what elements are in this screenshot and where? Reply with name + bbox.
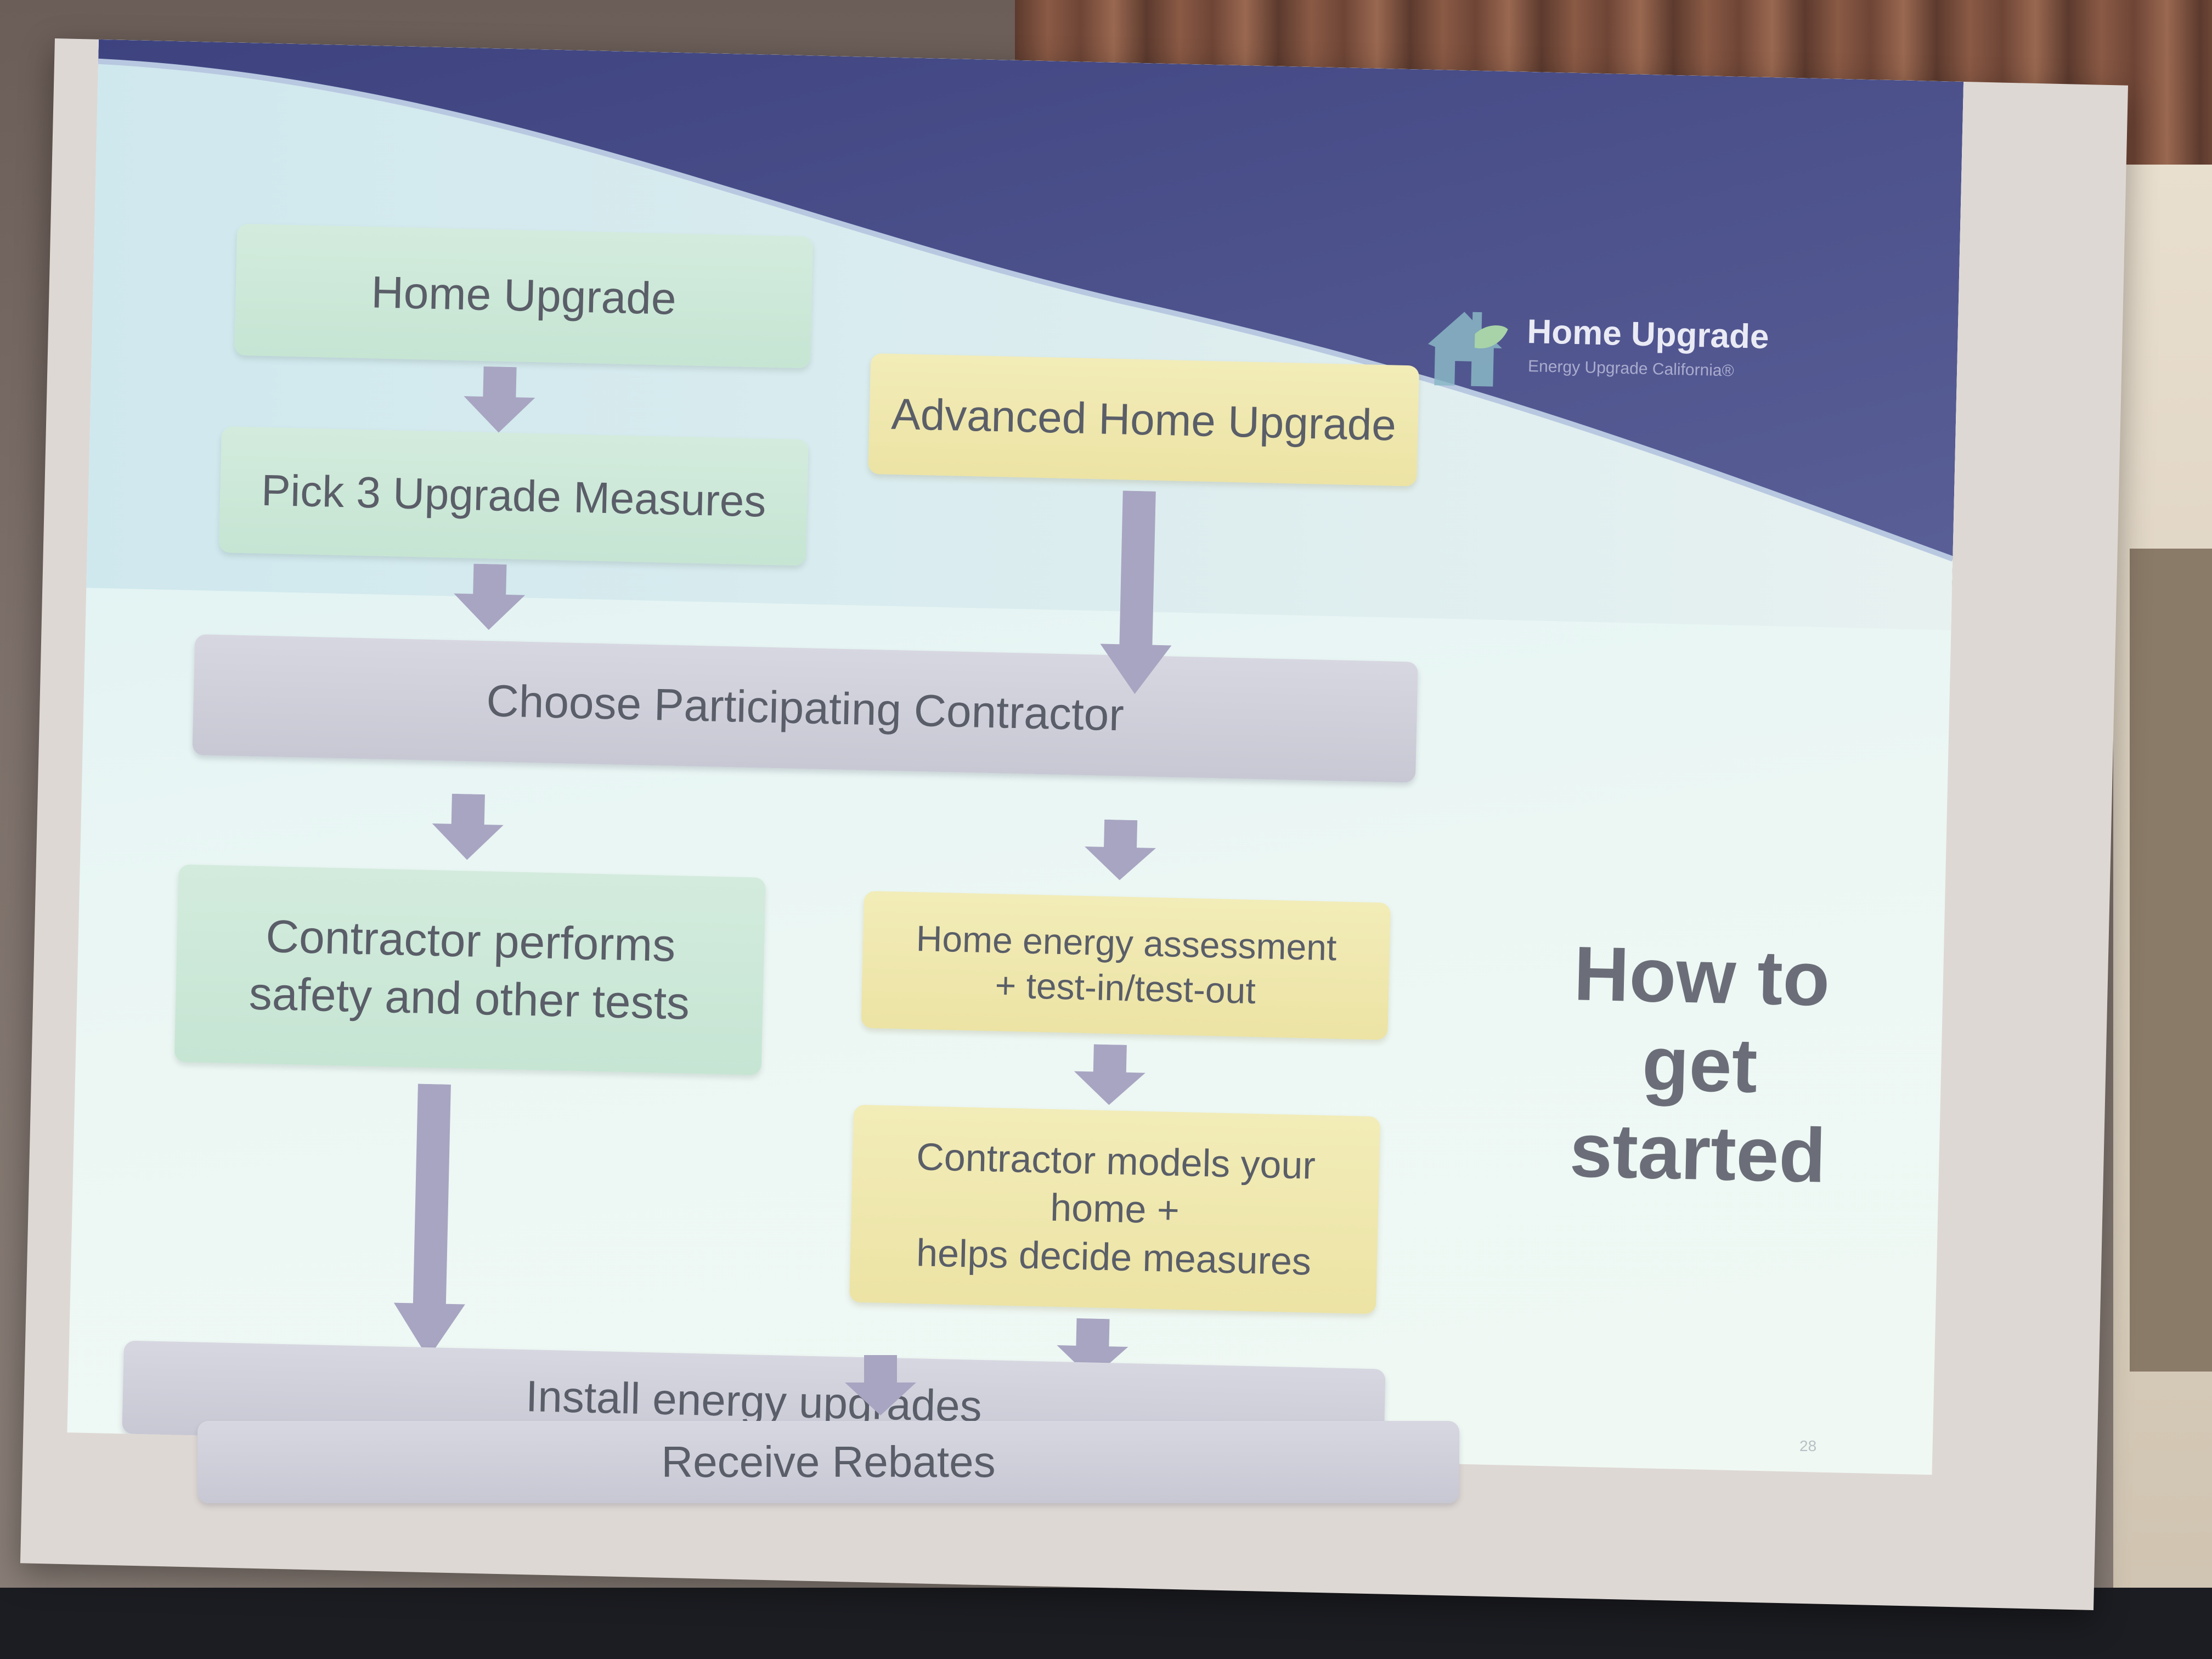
logo-subtitle: Energy Upgrade California® — [1527, 357, 1735, 380]
advanced-upgrade-box: Advanced Home Upgrade — [868, 353, 1420, 487]
arrow-down-icon — [1085, 819, 1156, 881]
pick-measures-box: Pick 3 Upgrade Measures — [218, 426, 809, 566]
models-line1: Contractor models your — [916, 1135, 1316, 1187]
install-upgrades-box: Install energy upgrades — [122, 1340, 1386, 1463]
contractor-tests-line1: Contractor performs — [265, 910, 676, 972]
assessment-line2: + test-in/test-out — [994, 964, 1256, 1012]
choose-contractor-box: Choose Participating Contractor — [192, 634, 1418, 783]
arrow-down-icon — [1057, 1318, 1128, 1379]
arrow-down-icon — [432, 793, 504, 860]
logo-title: Home Upgrade — [1526, 313, 1770, 357]
long-arrow-down-icon — [1100, 490, 1172, 694]
assessment-box: Home energy assessment + test-in/test-ou… — [861, 890, 1391, 1040]
side-title-line2: get started — [1568, 1020, 1827, 1199]
doorway — [2130, 549, 2212, 1372]
assessment-line1: Home energy assessment — [916, 917, 1338, 968]
contractor-tests-line2: safety and other tests — [248, 967, 691, 1029]
pick-measures-label: Pick 3 Upgrade Measures — [261, 465, 767, 526]
advanced-upgrade-label: Advanced Home Upgrade — [890, 389, 1397, 450]
arrow-down-icon — [454, 563, 526, 630]
projection-screen: Home Upgrade Energy Upgrade California® … — [20, 38, 2129, 1611]
home-upgrade-logo: Home Upgrade Energy Upgrade California® — [1418, 300, 1859, 420]
models-line2: home + — [1049, 1186, 1180, 1232]
choose-contractor-label: Choose Participating Contractor — [486, 675, 1125, 741]
arrow-down-icon — [464, 366, 535, 433]
home-upgrade-box: Home Upgrade — [234, 223, 814, 369]
slide: Home Upgrade Energy Upgrade California® … — [67, 39, 1964, 1475]
side-title: How to get started — [1521, 928, 1878, 1200]
house-leaf-icon — [1428, 312, 1508, 387]
arrow-down-icon — [1074, 1044, 1146, 1105]
home-upgrade-label: Home Upgrade — [370, 267, 677, 324]
models-line3: helps decide measures — [916, 1231, 1312, 1283]
contractor-tests-box: Contractor performs safety and other tes… — [174, 864, 766, 1075]
models-box: Contractor models your home + helps deci… — [849, 1104, 1381, 1314]
side-title-line1: How to — [1572, 930, 1831, 1022]
install-upgrades-label: Install energy upgrades — [525, 1372, 983, 1431]
long-arrow-down-icon — [393, 1084, 465, 1359]
